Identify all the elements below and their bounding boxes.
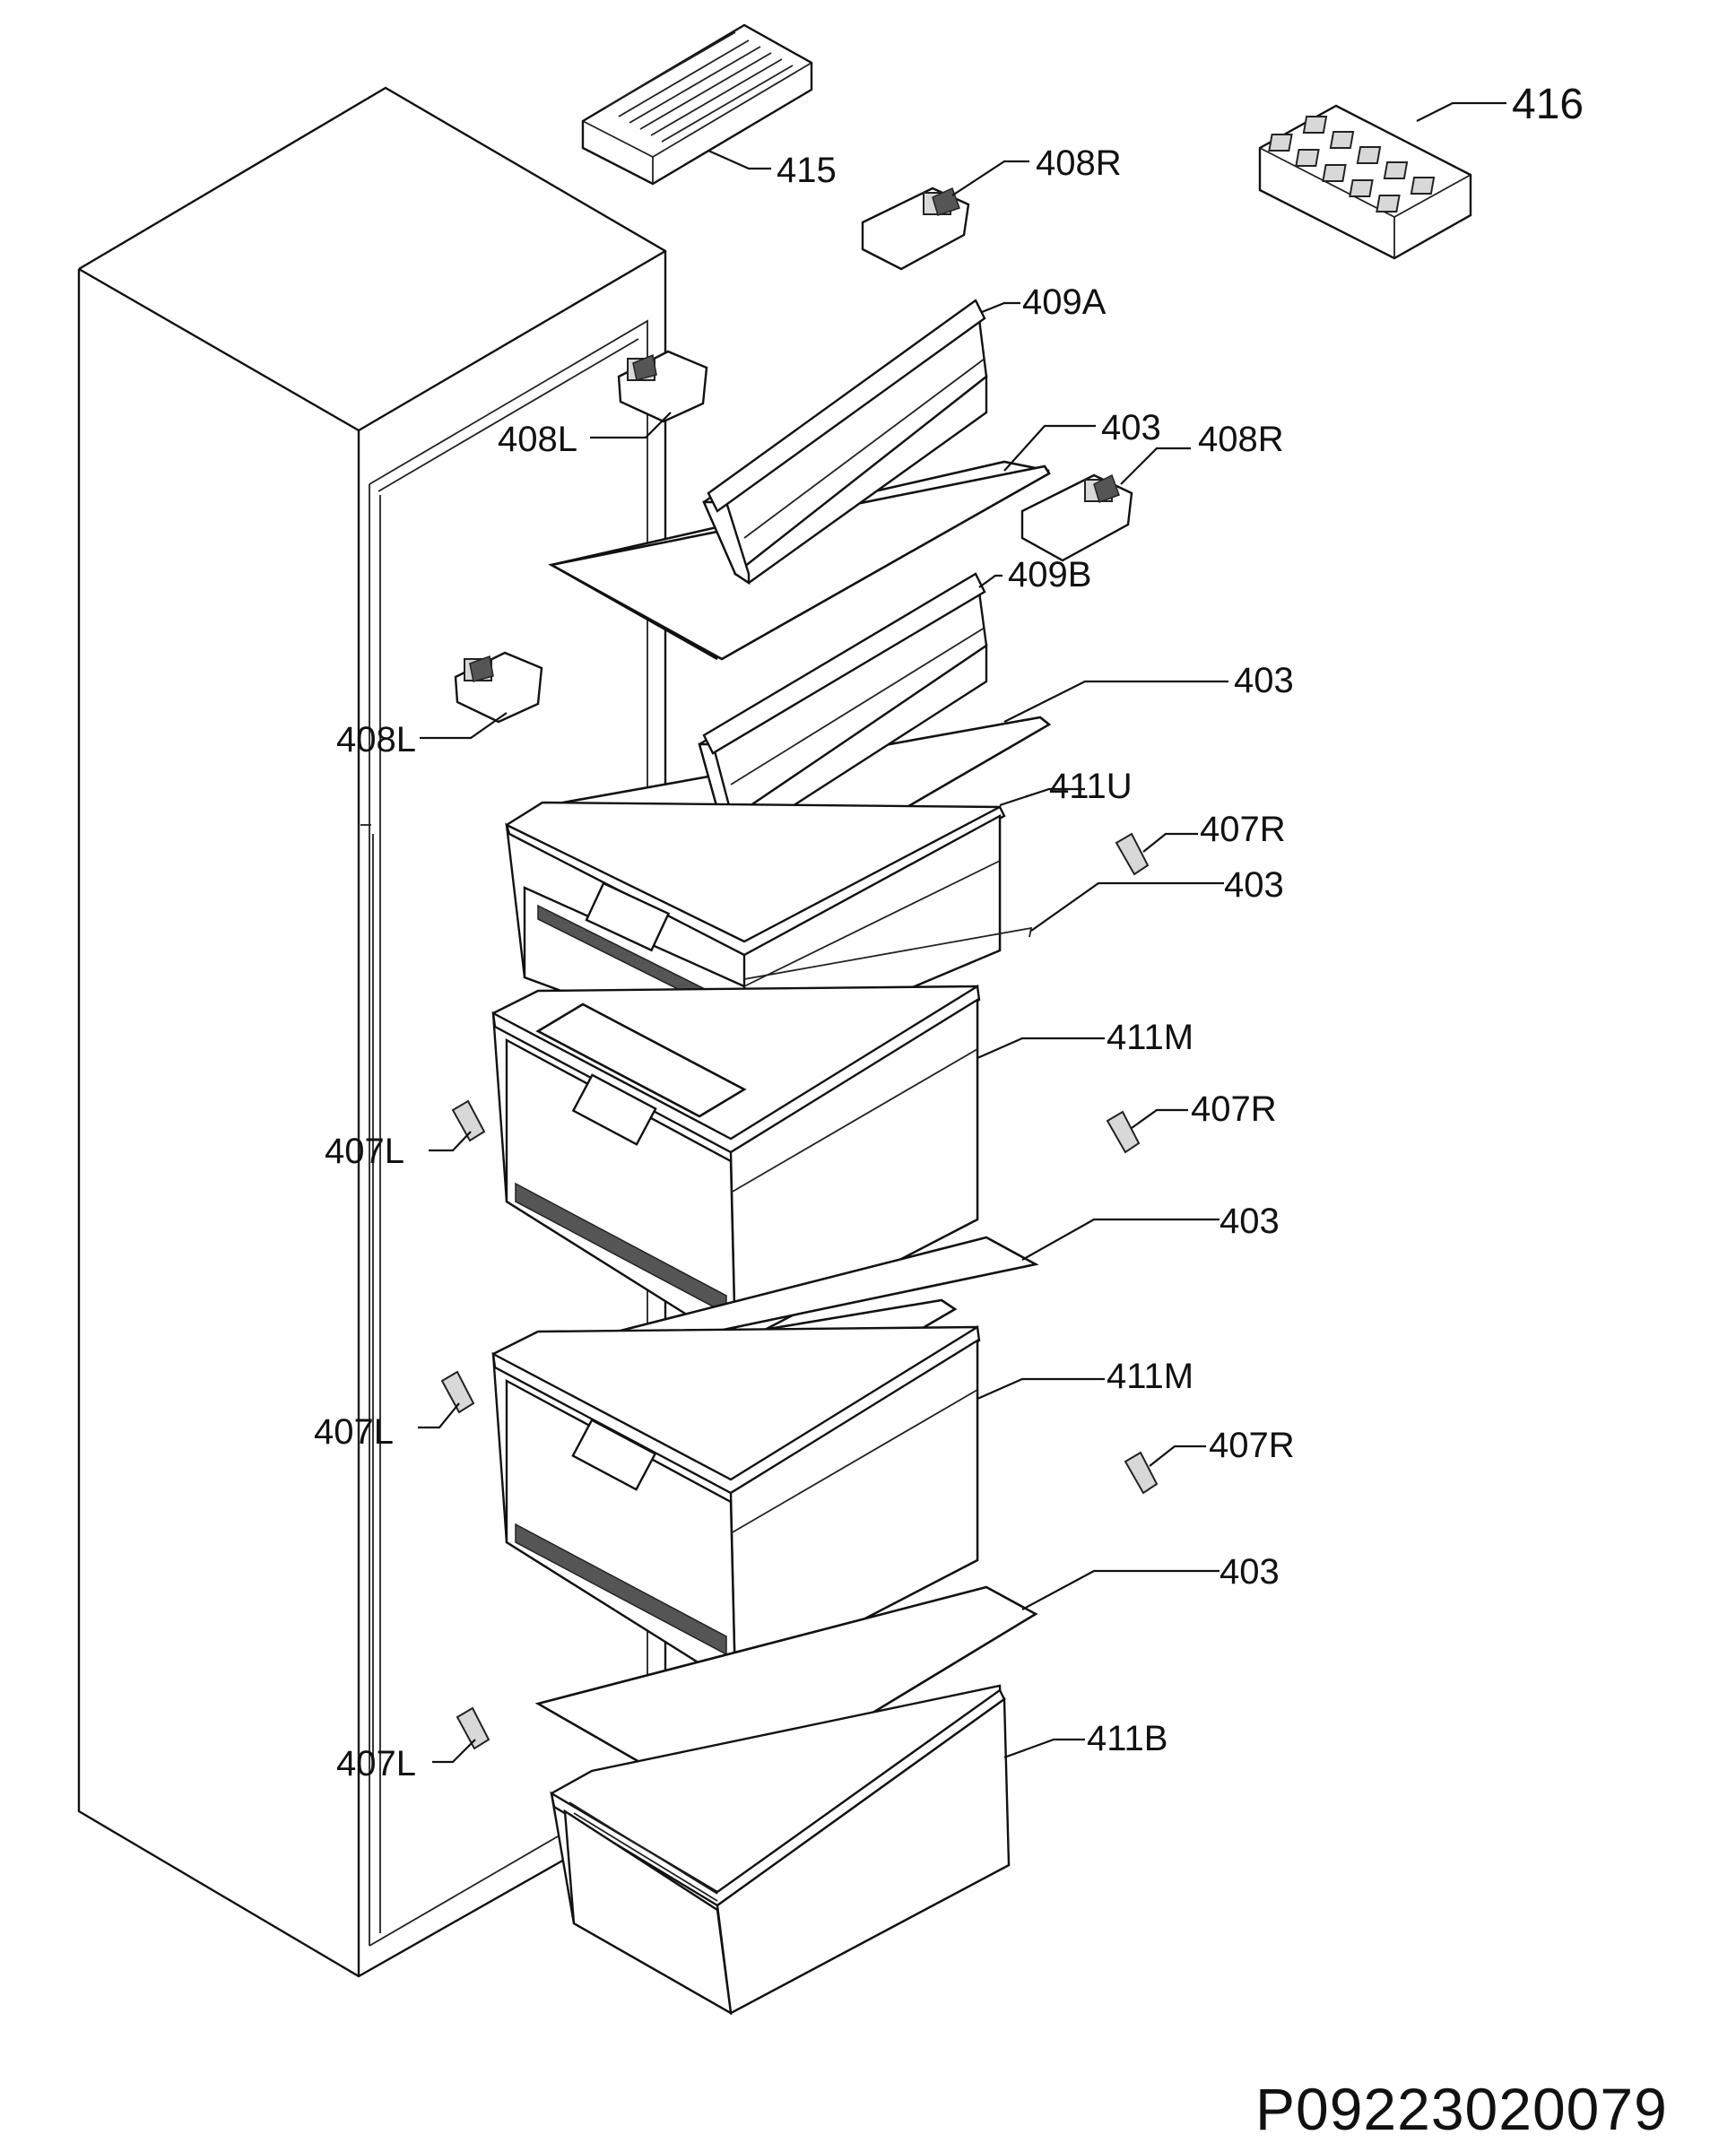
drawer-guide-right-1 — [1115, 832, 1198, 876]
shelf-hinge-right-top — [861, 160, 1029, 271]
shelf-flap-409a — [702, 299, 1020, 586]
shelf-hinge-left-top — [590, 350, 708, 439]
drawer-bottom-411b — [550, 1684, 1085, 2016]
drawer-guide-left-3 — [432, 1706, 490, 1764]
drawer-middle-411m-2 — [491, 1298, 1105, 1688]
label-411b: 411B — [1087, 1719, 1167, 1758]
label-409b: 409B — [1008, 555, 1091, 594]
label-403-1: 403 — [1101, 408, 1161, 447]
diagram-code: P09223020079 — [1255, 2076, 1668, 2142]
label-411m-1: 411M — [1107, 1018, 1194, 1057]
label-416: 416 — [1512, 81, 1584, 128]
label-411m-2: 411M — [1107, 1357, 1194, 1396]
drawer-guide-right-2 — [1106, 1108, 1188, 1154]
label-407l-1: 407L — [325, 1132, 404, 1171]
label-407l-2: 407L — [314, 1412, 394, 1452]
label-407r-1: 407R — [1200, 810, 1286, 849]
ice-tray-cells — [1268, 116, 1436, 213]
drawer-guide-right-3 — [1124, 1445, 1206, 1495]
shelf-flap-409b — [698, 572, 1003, 846]
drawer-guide-left-1 — [429, 1099, 486, 1152]
label-411u: 411U — [1049, 767, 1133, 806]
label-407l-3: 407L — [336, 1744, 416, 1783]
label-403-5: 403 — [1220, 1552, 1280, 1592]
label-409a: 409A — [1022, 282, 1107, 322]
ice-tray-cover — [581, 23, 813, 186]
label-407r-2: 407R — [1191, 1089, 1277, 1129]
drawer-bottom-handle-ridge — [569, 1801, 718, 1902]
label-408l-top: 408L — [498, 420, 577, 459]
cover-grille-slots — [604, 31, 794, 143]
label-408r-top: 408R — [1036, 143, 1122, 183]
shelf-hinge-right-mid — [1020, 447, 1191, 562]
label-408l-mid: 408L — [336, 720, 416, 759]
label-403-4: 403 — [1220, 1202, 1280, 1241]
drawer-middle-411m-1 — [491, 985, 1105, 1348]
label-403-3: 403 — [1224, 865, 1284, 905]
glass-shelf-3 — [743, 881, 1224, 980]
shelf-hinge-left-mid — [420, 651, 543, 740]
label-403-2: 403 — [1234, 661, 1294, 700]
drawer-guide-left-2 — [418, 1370, 475, 1429]
label-408r-mid: 408R — [1198, 420, 1284, 459]
label-407r-3: 407R — [1209, 1426, 1295, 1465]
label-415: 415 — [777, 151, 837, 190]
ice-cube-tray — [1258, 101, 1506, 260]
